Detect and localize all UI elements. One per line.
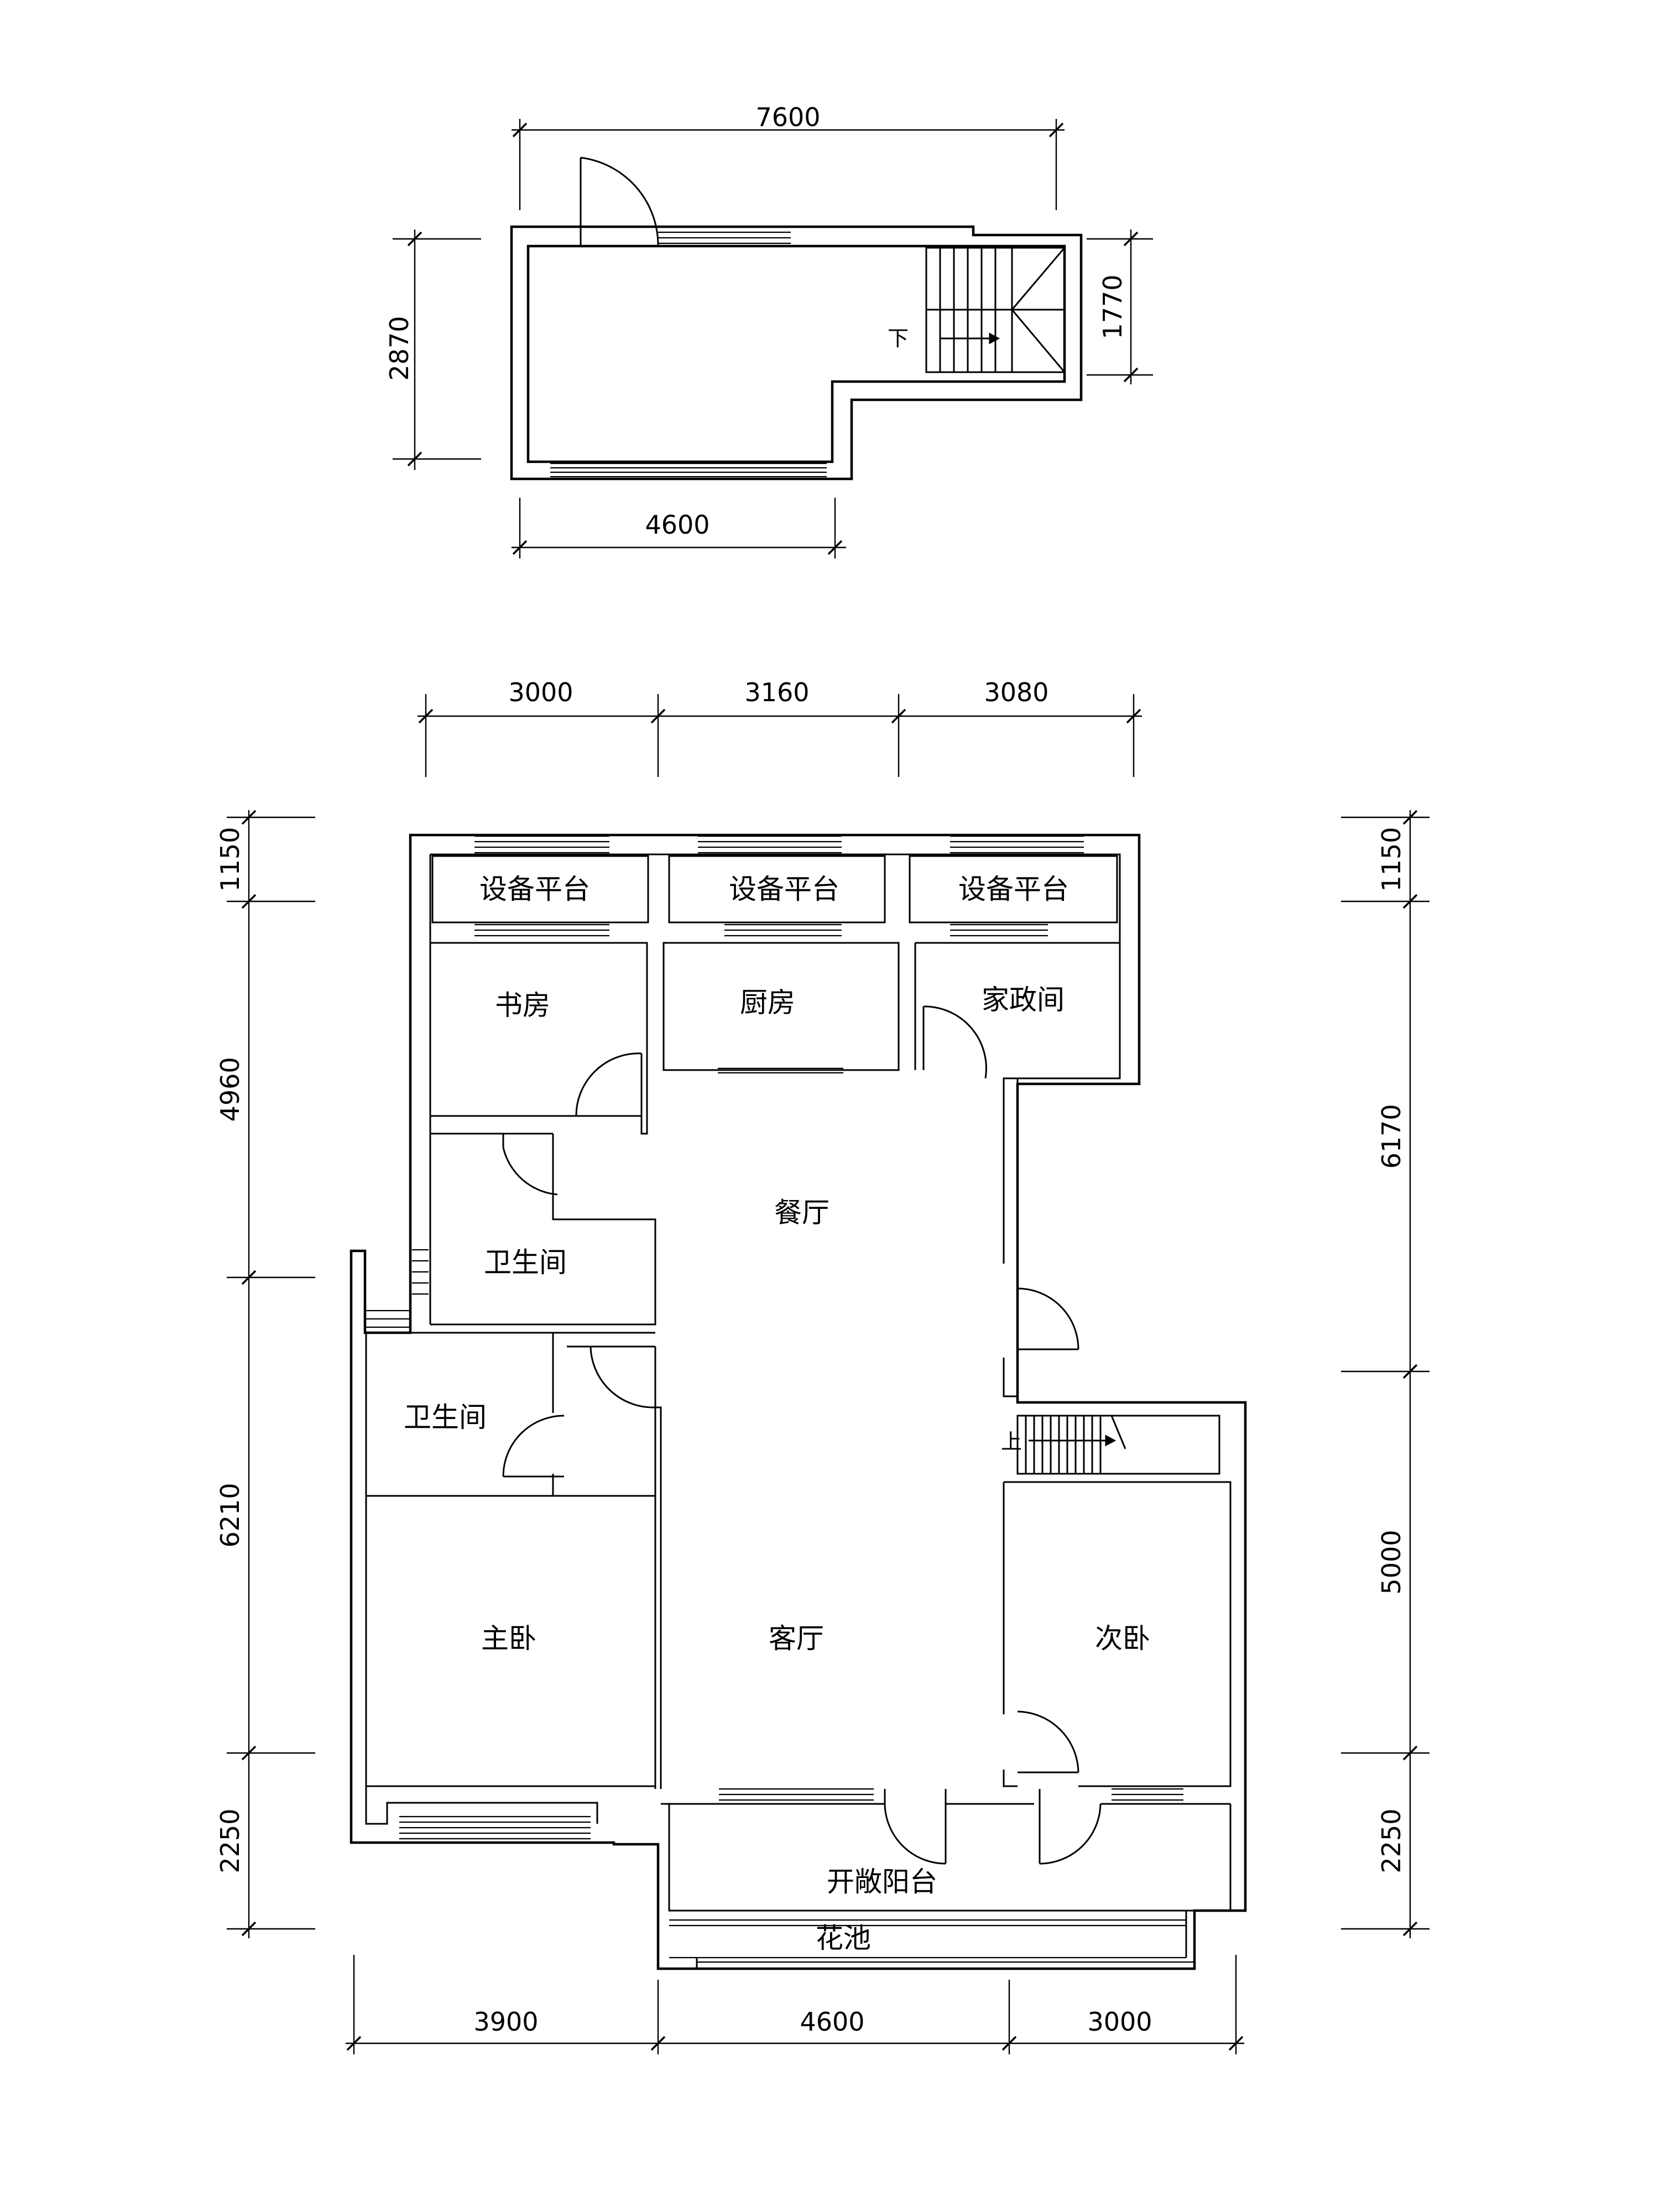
- main-dim-left-2: 6210: [215, 1483, 245, 1547]
- upper-inner-wall: [526, 244, 1066, 463]
- upper-stair: [925, 247, 1066, 373]
- master-bedroom-label: 主卧: [481, 1623, 536, 1655]
- dining-label: 餐厅: [774, 1197, 830, 1229]
- main-floor-plan: 设备平台 设备平台 设备平台 书房 厨房: [215, 677, 1430, 2054]
- study-walls: [430, 942, 648, 1135]
- upper-bottom-window: [550, 462, 827, 478]
- main-dim-right-0: 1150: [1376, 827, 1406, 891]
- open-balcony-label: 开敞阳台: [827, 1866, 937, 1898]
- platform-1-label: 设备平台: [479, 873, 590, 905]
- flower-bed-lines: [669, 1919, 1194, 1963]
- main-dim-bottom-1: 4600: [800, 2007, 864, 2037]
- dining-right-wall: [1003, 1078, 1019, 1397]
- main-stair-up-label: 上: [1001, 1430, 1022, 1454]
- living-left-wall: [553, 1332, 662, 1789]
- upper-dim-left: [393, 229, 481, 470]
- kitchen-walls: [662, 942, 900, 1071]
- dining-right-door: [1016, 1287, 1079, 1350]
- balcony-door-2: [1039, 1789, 1112, 1865]
- main-dim-left-3: 2250: [215, 1808, 245, 1873]
- housekeeping-door: [922, 1005, 987, 1079]
- main-dim-top-0: 3000: [508, 677, 573, 707]
- open-balcony-walls: [668, 1804, 1232, 1912]
- study-label: 书房: [495, 989, 550, 1021]
- balcony-door-1: [884, 1789, 947, 1865]
- platform-1-box: [431, 855, 649, 924]
- upper-dim-top: [512, 119, 1065, 210]
- flower-bed-edge: [696, 1911, 1187, 1969]
- bathroom-2-door: [502, 1415, 565, 1478]
- main-dim-right: [1341, 810, 1430, 1938]
- upper-door: [580, 156, 659, 247]
- bathroom-1-walls: [430, 1133, 656, 1326]
- upper-dim-top-text: 7600: [755, 102, 820, 132]
- upper-dim-right: [1087, 229, 1153, 384]
- upper-dim-left-text: 2870: [384, 316, 414, 380]
- second-bedroom-label: 次卧: [1095, 1623, 1150, 1655]
- living-room-label: 客厅: [769, 1623, 824, 1655]
- main-dim-top-1: 3160: [744, 677, 809, 707]
- platform-3-box: [909, 855, 1118, 924]
- upper-stair-down-label: 下: [888, 326, 909, 351]
- kitchen-label: 厨房: [740, 987, 795, 1019]
- kitchen-sliding-door: [718, 1067, 843, 1074]
- main-dim-left-0: 1150: [215, 827, 245, 891]
- upper-top-window: [658, 226, 791, 244]
- flower-bed-label: 花池: [816, 1922, 871, 1954]
- main-stair: [1016, 1415, 1220, 1475]
- upper-outer-wall: [510, 225, 1083, 481]
- bathroom-1-window: [412, 1249, 429, 1295]
- bathroom-1-door: [502, 1134, 558, 1196]
- platform-2-label: 设备平台: [729, 873, 839, 905]
- main-top-windows: [474, 835, 1084, 937]
- study-door: [575, 1052, 643, 1117]
- platform-3-label: 设备平台: [958, 873, 1069, 905]
- main-dim-bottom-2: 3000: [1087, 2007, 1152, 2037]
- main-dim-right-2: 5000: [1376, 1530, 1406, 1594]
- platform-2-box: [668, 855, 886, 924]
- hall-door: [567, 1345, 656, 1408]
- second-bedroom-walls: [1003, 1481, 1232, 1787]
- upper-dim-right-text: 1770: [1098, 274, 1128, 339]
- main-dim-bottom: [346, 1955, 1244, 2054]
- bathroom-2-label: 卫生间: [404, 1401, 487, 1433]
- main-dim-right-1: 6170: [1376, 1104, 1406, 1168]
- main-inner-left-wall: [365, 854, 598, 1825]
- main-dim-left: [227, 810, 315, 1938]
- second-bedroom-door: [1017, 1710, 1079, 1773]
- main-dim-left-1: 4960: [215, 1057, 245, 1121]
- main-dim-right-3: 2250: [1376, 1808, 1406, 1873]
- left-ledge-window: [366, 1310, 409, 1328]
- bathroom-1-label: 卫生间: [484, 1246, 567, 1279]
- main-dim-top-2: 3080: [984, 677, 1048, 707]
- upper-dim-bottom-text: 4600: [645, 510, 709, 540]
- main-dim-top: [418, 694, 1142, 777]
- main-dim-bottom-0: 3900: [473, 2007, 538, 2037]
- housekeeping-label: 家政间: [982, 984, 1065, 1016]
- upper-floor-plan: 下 7600 4600 2870: [384, 102, 1153, 559]
- master-bedroom-window: [399, 1815, 591, 1840]
- master-bedroom-walls: [366, 1495, 655, 1787]
- living-bottom-windows: [719, 1788, 1183, 1801]
- upper-dim-bottom: [512, 498, 846, 559]
